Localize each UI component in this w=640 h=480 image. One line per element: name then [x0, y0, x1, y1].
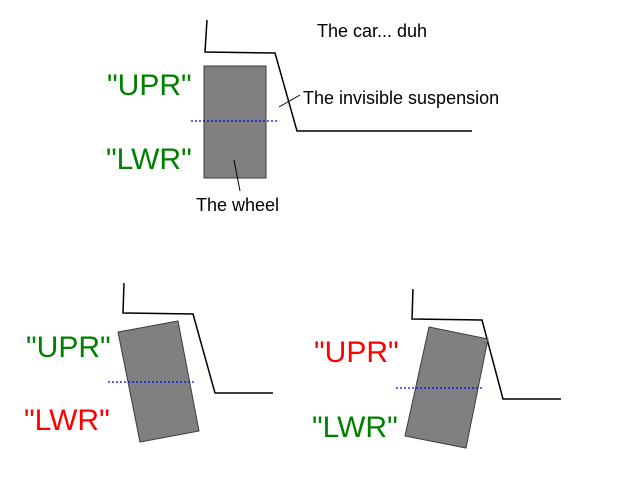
suspension-annotation: The invisible suspension [303, 88, 499, 108]
panel-neutral: The car... duh The invisible suspension … [106, 19, 499, 215]
upper-label: "UPR" [314, 336, 399, 369]
lower-label: "LWR" [106, 143, 192, 176]
car-annotation: The car... duh [317, 21, 427, 41]
wheel [404, 326, 489, 449]
upper-label: "UPR" [26, 331, 111, 364]
wheel-leader-line [233, 159, 241, 192]
car-body-outline [122, 282, 273, 394]
wheel [117, 320, 200, 443]
wheel [203, 65, 267, 179]
car-body-outline [411, 288, 561, 400]
panel-positive-camber: "UPR" "LWR" [24, 282, 273, 443]
lower-label: "LWR" [312, 411, 398, 444]
lower-label: "LWR" [24, 404, 110, 437]
upper-label: "UPR" [107, 69, 192, 102]
suspension-leader-line [278, 94, 301, 108]
wheel-annotation: The wheel [196, 195, 279, 215]
car-body-outline [204, 19, 472, 132]
panel-negative-camber: "UPR" "LWR" [312, 288, 561, 449]
